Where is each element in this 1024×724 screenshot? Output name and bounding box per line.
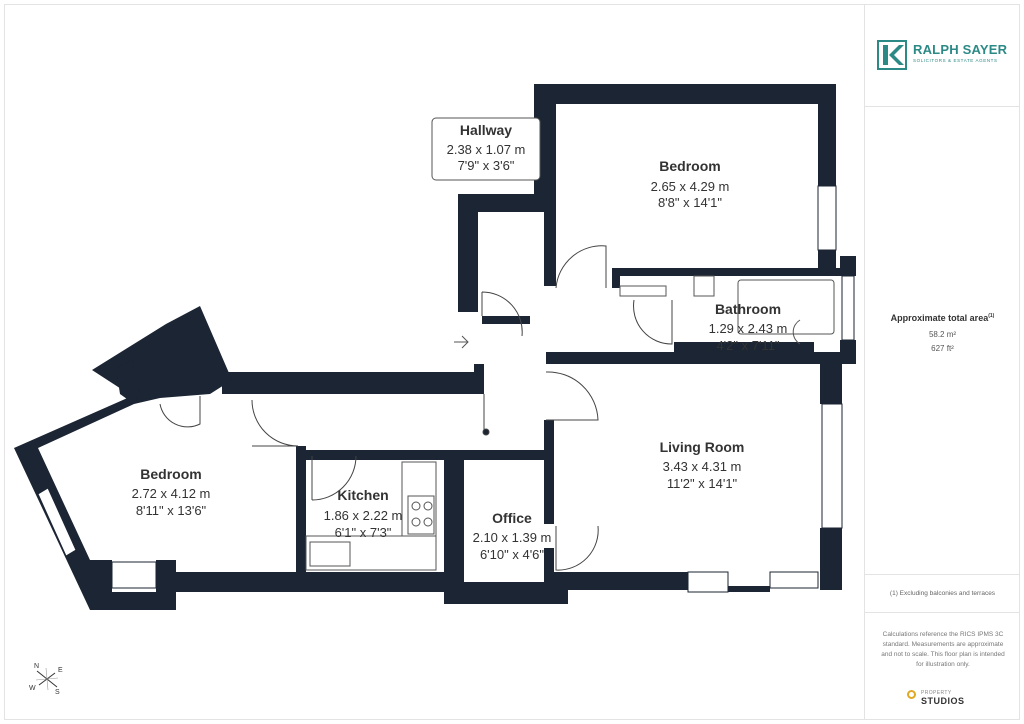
wall-bedroom-left (544, 194, 556, 286)
total-area-note-mark: (1) (988, 313, 995, 319)
doors (159, 245, 673, 571)
compass-w: W (29, 685, 36, 692)
info-panel: RALPH SAYER SOLICITORS & ESTATE AGENTS A… (864, 4, 1020, 720)
wall-living-bottom-a (546, 572, 688, 590)
room-hallway-imperial: 7'9" x 3'6" (458, 158, 515, 173)
floor-plan: Hallway 2.38 x 1.07 m 7'9" x 3'6" Bedroo… (14, 84, 856, 696)
wall-office-left (444, 458, 464, 604)
window-bedroom (817, 185, 837, 251)
windows (37, 185, 855, 593)
wall-bedroom2-bottom (156, 560, 176, 594)
total-area-imperial: 627 ft² (931, 344, 954, 353)
wall-bathroom-right-low (840, 340, 856, 364)
room-bathroom-name: Bathroom (715, 301, 781, 317)
room-office-imperial: 6'10" x 4'6" (480, 547, 544, 562)
room-office-metric: 2.10 x 1.39 m (473, 530, 552, 545)
room-living-name: Living Room (660, 439, 745, 455)
window-living-right (821, 403, 843, 529)
wall-corridor-bottom (296, 450, 546, 460)
window-bedroom2-bottom (111, 561, 157, 589)
room-kitchen-metric: 1.86 x 2.22 m (324, 508, 403, 523)
room-bedroom1-imperial: 8'8" x 14'1" (658, 195, 722, 210)
wall-living-right (820, 352, 842, 404)
wall-hallway-mid (482, 316, 530, 324)
room-living-metric: 3.43 x 4.31 m (663, 459, 742, 474)
page-frame (4, 4, 1020, 720)
property-studios-big: STUDIOS (921, 696, 965, 706)
room-labels: Hallway 2.38 x 1.07 m 7'9" x 3'6" Bedroo… (132, 122, 788, 562)
room-hallway-name: Hallway (460, 122, 512, 138)
wall-bathroom-right (840, 256, 856, 276)
room-office-name: Office (492, 510, 532, 526)
compass-n: N (34, 663, 39, 670)
compass-s: S (55, 689, 60, 696)
total-area-title: Approximate total area(1) (865, 313, 1020, 323)
disclaimer: Calculations reference the RICS IPMS 3C … (881, 631, 1005, 668)
wall-bedroom-top-right (534, 84, 836, 194)
room-floors (554, 104, 820, 572)
brand-tagline: SOLICITORS & ESTATE AGENTS (913, 58, 998, 63)
bathroom-fixtures (619, 275, 835, 345)
wall-living-right-low (820, 528, 842, 590)
room-bedroom2-imperial: 8'11" x 13'6" (136, 503, 207, 518)
room-living-imperial: 11'2" x 14'1" (667, 476, 738, 491)
total-area-label: Approximate total area (890, 313, 989, 323)
wall-corridor-top (222, 364, 484, 394)
wall-kitchen-left (296, 446, 306, 572)
wall-hallway-left (458, 194, 546, 312)
compass-e: E (58, 667, 63, 674)
room-bedroom1-metric: 2.65 x 4.29 m (651, 179, 730, 194)
wall-living-bottom-b (728, 586, 770, 592)
room-hallway-metric: 2.38 x 1.07 m (447, 142, 526, 157)
window-bedroom2-left (37, 487, 77, 557)
wall-office-bottom (444, 582, 568, 604)
window-living-bottom-b (769, 571, 819, 589)
entrance-arrow (454, 335, 469, 349)
wall-bathroom-left (612, 268, 620, 288)
hallway-label-box (431, 117, 541, 181)
brand-mark-icon (877, 40, 907, 70)
property-studios-small: PROPERTY (921, 690, 952, 696)
room-bedroom2-name: Bedroom (140, 466, 201, 482)
property-studios-ring-icon (907, 690, 916, 699)
exclusion-note: (1) Excluding balconies and terraces (889, 590, 996, 597)
compass-icon: N E S W (29, 663, 63, 696)
room-bedroom2-metric: 2.72 x 4.12 m (132, 486, 211, 501)
wall-living-left (544, 420, 554, 524)
room-bathroom-metric: 1.29 x 2.43 m (709, 321, 788, 336)
wall-bathroom-bottom (674, 342, 814, 354)
wall-closet (116, 360, 140, 404)
wall-living-left-low (544, 548, 554, 588)
wall-bathroom-top (612, 268, 856, 276)
room-kitchen-imperial: 6'1" x 7'3" (335, 525, 392, 540)
window-bathroom (841, 275, 855, 341)
wall-living-top (546, 352, 842, 364)
window-living-bottom (687, 571, 729, 593)
total-area-metric: 58.2 m² (928, 330, 957, 339)
room-bathroom-imperial: 4'2" x 7'11" (716, 338, 779, 353)
room-bedroom1-name: Bedroom (659, 158, 720, 174)
brand-name: RALPH SAYER (913, 42, 1008, 57)
room-kitchen-name: Kitchen (337, 487, 388, 503)
kitchen-fixtures (305, 461, 437, 571)
wall-kitchen-bottom (176, 572, 446, 592)
